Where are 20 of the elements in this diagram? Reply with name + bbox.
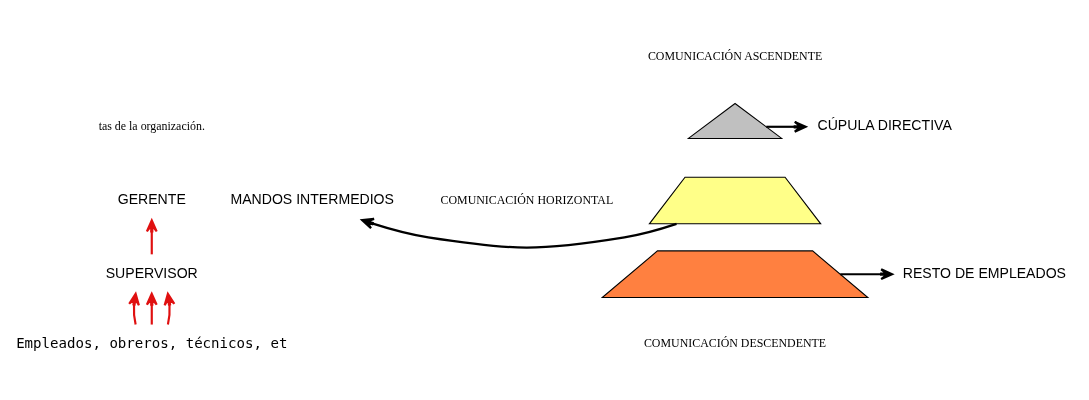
node-text: GERENTE: [117, 190, 186, 207]
node-text: RESTO DE EMPLEADOS: [902, 264, 1067, 281]
label: COMUNICACIÓN DESCENDENTE: [643, 335, 827, 350]
node-text: Empleados, obreros, técnicos, et: [16, 334, 288, 351]
arrow: [766, 120, 807, 133]
arrow: [128, 292, 140, 325]
node-text: SUPERVISOR: [105, 264, 198, 281]
node-band: [648, 176, 822, 224]
arrow: [145, 218, 158, 254]
label: COMUNICACIÓN ASCENDENTE: [647, 48, 823, 63]
label: tas de la organización.: [98, 118, 205, 133]
arrow: [145, 292, 158, 325]
node-text: CÚPULA DIRECTIVA: [817, 116, 952, 133]
node-triangle: [686, 102, 784, 139]
arrow: [361, 217, 677, 249]
arrow: [163, 292, 176, 325]
label: COMUNICACIÓN HORIZONTAL: [440, 192, 614, 207]
node-band: [600, 249, 870, 298]
arrow: [840, 267, 894, 280]
node-text: MANDOS INTERMEDIOS: [230, 190, 394, 207]
